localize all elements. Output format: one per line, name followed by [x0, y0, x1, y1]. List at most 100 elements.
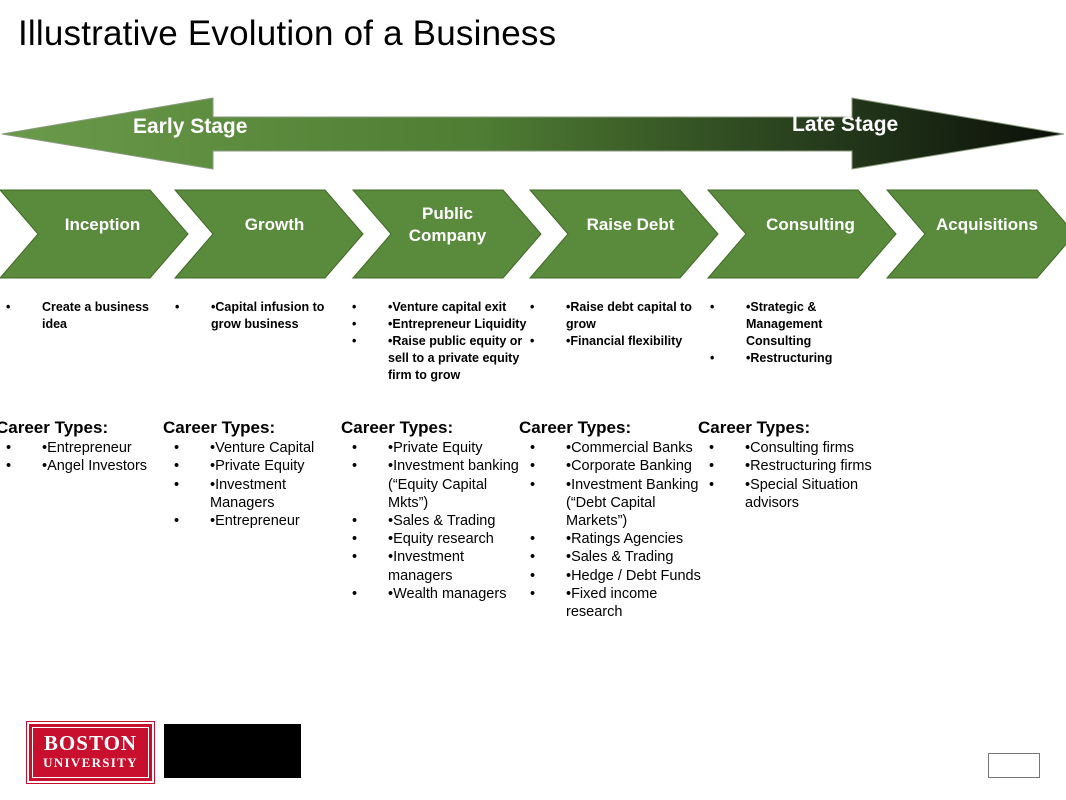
bullet-glyph: •	[530, 531, 536, 548]
career-item: • •Entrepreneur	[174, 512, 335, 530]
career-text: •Equity research	[388, 531, 494, 548]
chevron-public-company	[351, 189, 542, 279]
career-item: • •Entrepreneur	[6, 439, 166, 457]
career-item: ••Hedge / Debt Funds	[530, 567, 704, 585]
bullet-glyph: •	[709, 476, 715, 493]
bullet-glyph: •	[530, 549, 536, 566]
description-consulting: ••Strategic & Management Consulting • •Re…	[710, 299, 860, 367]
stage-label-acquisitions: Acquisitions	[935, 215, 1038, 234]
career-text: •Entrepreneur	[210, 513, 300, 530]
career-text: •Investment banking (“Equity Capital Mkt…	[388, 458, 519, 511]
career-item: • •Commercial Banks	[530, 439, 704, 457]
career-text: •Venture Capital	[210, 440, 315, 457]
career-types-heading: Career Types:	[163, 418, 276, 437]
bullet-glyph: •	[709, 458, 715, 475]
description-public-company: • •Venture capital exit • •Entrepreneur Li…	[352, 299, 530, 384]
career-text: •Sales & Trading	[388, 513, 496, 530]
bullet-glyph: •	[352, 549, 358, 566]
description-text: •Capital infusion to grow business	[211, 300, 325, 331]
career-item: • •Sales & Trading	[530, 548, 704, 566]
career-item: • •Investment Banking (“Debt Capital Mark…	[530, 476, 704, 531]
chevron-consulting	[706, 189, 897, 279]
career-types-heading: Career Types:	[698, 418, 811, 437]
bullet-glyph: •	[352, 513, 358, 530]
career-item: • •Private Equity	[174, 457, 335, 475]
stage-chevrons	[0, 189, 1066, 279]
bullet-glyph: •	[6, 458, 12, 475]
chevron-growth	[173, 189, 364, 279]
description-text: •Raise public equity or sell to a privat…	[388, 334, 523, 382]
career-text: •Private Equity	[210, 458, 305, 475]
description-text: •Venture capital exit	[388, 300, 507, 314]
career-item: • •Special Situation advisors	[709, 476, 898, 512]
career-item: ••Restructuring firms	[709, 457, 898, 475]
bullet-glyph: •	[174, 476, 180, 493]
description-text: •Raise debt capital to grow	[566, 300, 692, 331]
career-text: •Special Situation advisors	[745, 476, 859, 511]
description-bullet: • •Venture capital exit	[352, 299, 530, 316]
career-text: •Investment Banking (“Debt Capital Marke…	[566, 476, 699, 530]
bullet-glyph: •	[352, 334, 357, 348]
bullet-glyph: •	[530, 567, 536, 584]
stage-label-raise-debt: Raise Debt	[586, 215, 675, 234]
bullet-glyph: •	[352, 440, 358, 457]
bullet-glyph: •	[530, 300, 535, 314]
bullet-glyph: •	[530, 458, 536, 475]
logo-line-2: UNIVERSITY	[43, 755, 138, 770]
boston-university-logo: BOSTON UNIVERSITY	[27, 722, 154, 783]
slide-number-box	[988, 753, 1040, 778]
career-item: • •Sales & Trading	[352, 512, 526, 530]
bullet-glyph: •	[352, 317, 357, 331]
career-text: •Ratings Agencies	[566, 531, 684, 548]
career-item: • •Equity research	[352, 530, 526, 548]
description-bullet: • •Restructuring	[710, 350, 860, 367]
career-text: •Sales & Trading	[566, 549, 674, 566]
bullet-glyph: •	[6, 440, 12, 457]
description-bullet: • •Raise debt capital to grow	[530, 299, 708, 333]
description-bullet: • •Entrepreneur Liquidity	[352, 316, 530, 333]
late-stage-label: Late Stage	[792, 113, 899, 136]
bullet-glyph: •	[530, 585, 536, 602]
black-logo-block	[164, 724, 301, 778]
stage-label-consulting: Consulting	[766, 215, 855, 234]
description-bullet: ••Strategic & Management Consulting	[710, 299, 860, 350]
career-text: •Consulting firms	[745, 440, 855, 457]
career-item: ••Investment banking (“Equity Capital Mk…	[352, 457, 526, 512]
page-title: Illustrative Evolution of a Business	[18, 14, 557, 53]
bullet-glyph: •	[174, 440, 180, 457]
stage-label-growth: Growth	[244, 215, 305, 234]
description-text: •Entrepreneur Liquidity	[388, 317, 527, 331]
bullet-glyph: •	[174, 513, 180, 530]
career-text: •Wealth managers	[388, 585, 507, 602]
description-bullet: •Create a business idea	[6, 299, 156, 333]
career-item: ••Investment Managers	[174, 476, 335, 512]
career-text: •Commercial Banks	[566, 440, 693, 457]
career-text: •Private Equity	[388, 440, 483, 457]
description-inception: •Create a business idea	[6, 299, 156, 333]
description-bullet: ••Capital infusion to grow business	[175, 299, 350, 333]
career-types-consulting: Career Types: • •Consulting firms ••Restr…	[698, 418, 898, 512]
career-types-growth: Career Types: • •Venture Capital • •Privat…	[163, 418, 335, 530]
career-item: ••Corporate Banking	[530, 457, 704, 475]
logo-frame	[32, 727, 149, 778]
career-item: ••Fixed income research	[530, 585, 704, 621]
career-text: •Entrepreneur	[42, 440, 132, 457]
career-types-heading: Career Types:	[341, 418, 454, 437]
bullet-glyph: •	[710, 351, 715, 365]
chevron-acquisitions	[885, 189, 1066, 279]
bullet-glyph: •	[530, 476, 536, 493]
stage-label-public-company: Public Company	[408, 204, 487, 245]
bullet-glyph: •	[352, 300, 357, 314]
bullet-glyph: •	[709, 440, 715, 457]
bullet-glyph: •	[352, 585, 358, 602]
description-text: •Financial flexibility	[566, 334, 683, 348]
early-stage-label: Early Stage	[133, 115, 248, 138]
bullet-glyph: •	[352, 531, 358, 548]
career-types-raise-debt: Career Types: • •Commercial Banks ••Corpo…	[519, 418, 704, 621]
bullet-glyph: •	[174, 458, 180, 475]
bullet-glyph: •	[530, 440, 536, 457]
career-item: ••Investment managers	[352, 548, 526, 584]
career-types-heading: Career Types:	[519, 418, 632, 437]
description-text: •Restructuring	[746, 351, 833, 365]
career-item: ••Angel Investors	[6, 457, 166, 475]
